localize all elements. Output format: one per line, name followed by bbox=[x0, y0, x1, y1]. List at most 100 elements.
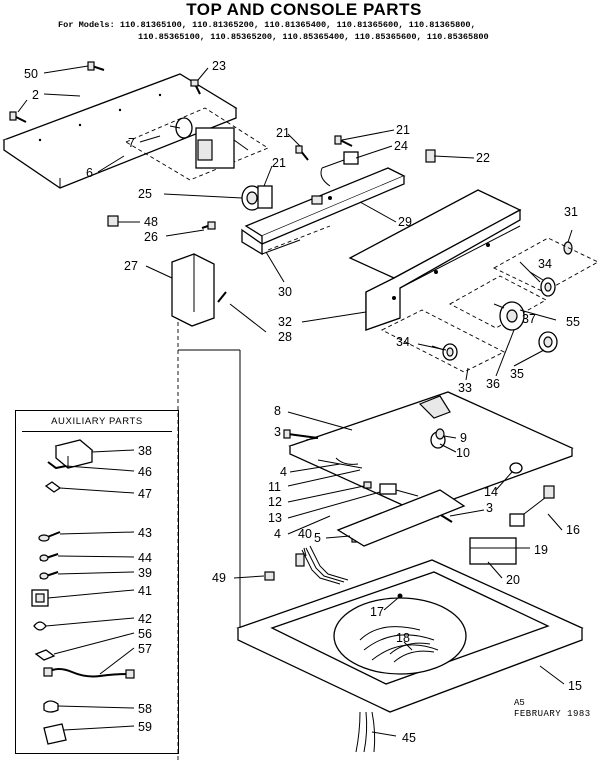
control-console-32 bbox=[348, 189, 522, 331]
leader-lines bbox=[17, 65, 573, 737]
auxiliary-parts-divider bbox=[22, 431, 172, 432]
clip-48 bbox=[107, 215, 119, 227]
knob-35 bbox=[538, 331, 558, 353]
callout-49: 49 bbox=[212, 571, 226, 585]
footer-date: FEBRUARY 1983 bbox=[514, 709, 591, 719]
callout-40: 40 bbox=[298, 527, 312, 541]
cable-45 bbox=[355, 711, 376, 753]
switch-24 bbox=[320, 151, 359, 187]
callout-55: 55 bbox=[566, 315, 580, 329]
callout-26: 26 bbox=[144, 230, 158, 244]
callout-3-lower: 3 bbox=[486, 501, 493, 515]
auxiliary-parts-title: AUXILIARY PARTS bbox=[51, 416, 143, 427]
harness-18 bbox=[389, 642, 435, 663]
bracket-29 bbox=[244, 167, 406, 245]
screw-50 bbox=[87, 61, 105, 71]
knob-group-55 bbox=[493, 237, 599, 297]
cabinet-top-15 bbox=[236, 559, 584, 713]
callout-44: 44 bbox=[138, 551, 152, 565]
aux-part-58 bbox=[43, 700, 59, 713]
callout-43: 43 bbox=[138, 526, 152, 540]
callout-32: 32 bbox=[278, 315, 292, 329]
screw-2-left bbox=[9, 111, 27, 123]
callout-36: 36 bbox=[486, 377, 500, 391]
callout-21-right: 21 bbox=[396, 123, 410, 137]
callout-35: 35 bbox=[510, 367, 524, 381]
callout-45: 45 bbox=[402, 731, 416, 745]
aux-part-44 bbox=[39, 553, 59, 562]
callout-11: 11 bbox=[268, 480, 281, 494]
callout-numbers: 50 2 23 7 6 21 21 21 24 22 25 29 48 26 3… bbox=[24, 59, 582, 745]
wiring-40 bbox=[295, 545, 349, 585]
callout-16: 16 bbox=[566, 523, 580, 537]
top-panel-8 bbox=[288, 391, 574, 513]
callout-37: 37 bbox=[522, 312, 536, 326]
callout-27: 27 bbox=[124, 259, 138, 273]
aux-leader-lines bbox=[45, 449, 135, 731]
callout-59: 59 bbox=[138, 720, 152, 734]
callout-20: 20 bbox=[506, 573, 520, 587]
aux-part-39 bbox=[39, 571, 59, 580]
callout-29: 29 bbox=[398, 215, 412, 229]
page-title: TOP AND CONSOLE PARTS bbox=[186, 0, 422, 19]
callout-5: 5 bbox=[314, 531, 321, 545]
callout-25: 25 bbox=[138, 187, 152, 201]
aux-part-38 bbox=[54, 439, 94, 469]
callout-18: 18 bbox=[396, 631, 410, 645]
callout-42: 42 bbox=[138, 612, 152, 626]
aux-part-41 bbox=[31, 589, 49, 607]
control-switch-25 bbox=[241, 185, 273, 211]
aux-part-56 bbox=[34, 649, 56, 661]
harness-16 bbox=[509, 485, 555, 527]
callout-58: 58 bbox=[138, 702, 152, 716]
aux-part-43 bbox=[38, 531, 61, 542]
callout-48: 48 bbox=[144, 215, 158, 229]
callout-24: 24 bbox=[394, 139, 408, 153]
screw-21-upper bbox=[334, 135, 353, 147]
aux-part-59 bbox=[43, 723, 67, 745]
screw-28 bbox=[217, 291, 227, 303]
callout-50: 50 bbox=[24, 67, 38, 81]
aux-part-46 bbox=[47, 461, 67, 470]
end-cap-27 bbox=[171, 253, 215, 327]
bracket-19 bbox=[469, 537, 517, 565]
plug-22 bbox=[425, 149, 436, 163]
callout-21-middle: 21 bbox=[272, 156, 286, 170]
callout-21-left: 21 bbox=[276, 126, 290, 140]
callout-8: 8 bbox=[274, 404, 281, 418]
part-9-10 bbox=[435, 428, 445, 440]
models-line-2: 110.85365100, 110.85365200, 110.85365400… bbox=[138, 32, 489, 42]
callout-14: 14 bbox=[484, 485, 498, 499]
knob-37 bbox=[449, 275, 547, 331]
callout-34-lower: 34 bbox=[396, 335, 410, 349]
callout-47: 47 bbox=[138, 487, 152, 501]
glide-14 bbox=[509, 462, 523, 474]
callout-22: 22 bbox=[476, 151, 490, 165]
timer-assembly bbox=[125, 107, 269, 181]
clip-12-13 bbox=[363, 481, 419, 497]
callout-23: 23 bbox=[212, 59, 226, 73]
screw-23 bbox=[190, 79, 201, 95]
auxiliary-parts-box: AUXILIARY PARTS bbox=[15, 410, 179, 754]
callout-34-upper: 34 bbox=[538, 257, 552, 271]
callout-10: 10 bbox=[456, 446, 470, 460]
callout-31: 31 bbox=[564, 205, 578, 219]
screw-26 bbox=[201, 221, 216, 230]
callout-15: 15 bbox=[568, 679, 582, 693]
callout-28: 28 bbox=[278, 330, 292, 344]
callout-46: 46 bbox=[138, 465, 152, 479]
footer-code: A5 bbox=[514, 698, 525, 708]
plate-17 bbox=[336, 489, 466, 599]
callout-4-upper: 4 bbox=[280, 465, 287, 479]
models-line-1: For Models: 110.81365100, 110.81365200, … bbox=[58, 20, 476, 30]
callout-13: 13 bbox=[268, 511, 282, 525]
knob-group-33 bbox=[381, 309, 505, 373]
channel-30 bbox=[241, 225, 331, 256]
callout-7: 7 bbox=[128, 136, 135, 150]
callout-6: 6 bbox=[86, 166, 93, 180]
page-header: TOP AND CONSOLE PARTS For Models: 110.81… bbox=[0, 0, 608, 52]
callout-12: 12 bbox=[268, 495, 282, 509]
callout-19: 19 bbox=[534, 543, 548, 557]
callout-33: 33 bbox=[458, 381, 472, 395]
